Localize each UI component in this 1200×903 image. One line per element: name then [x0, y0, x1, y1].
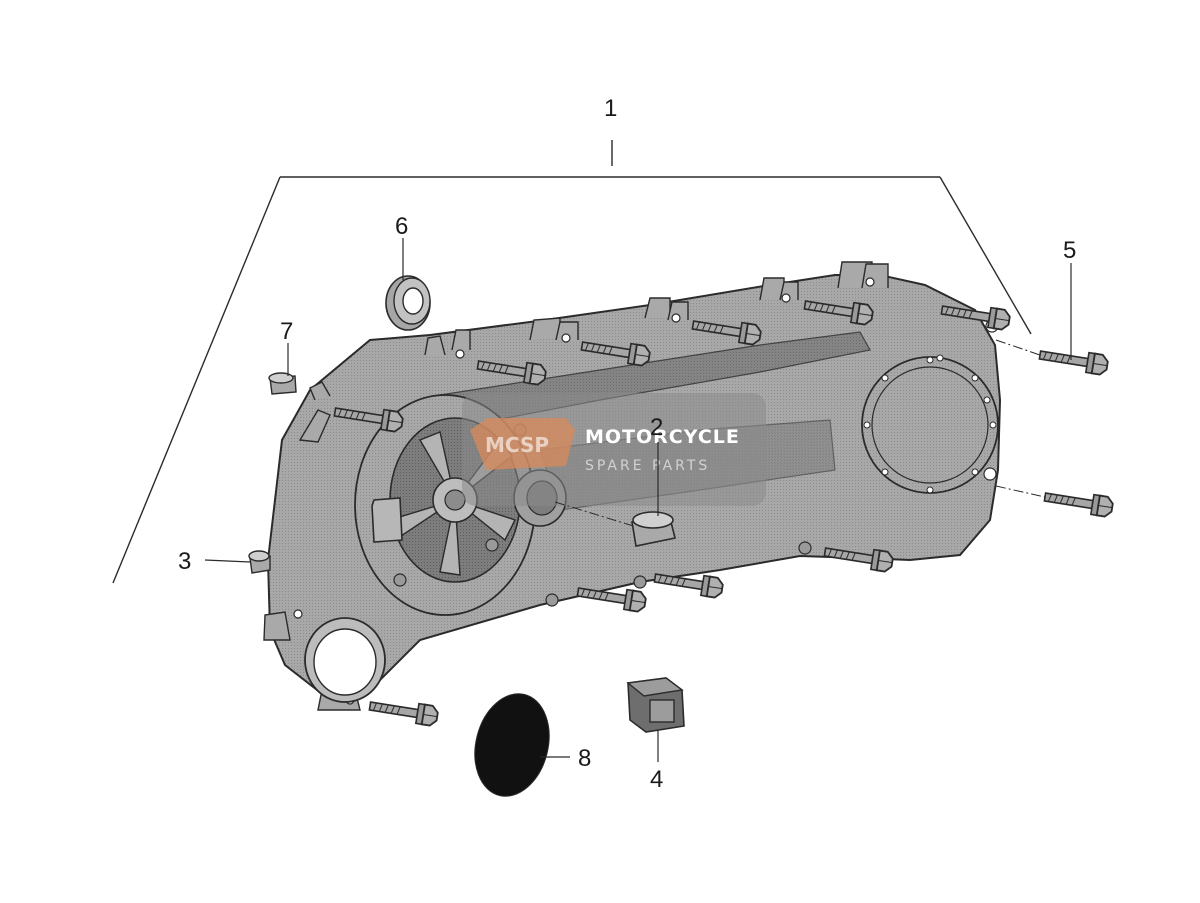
callout-leaders: [204, 238, 1072, 762]
callout-3: 3: [178, 548, 191, 575]
callout-6: 6: [395, 213, 408, 240]
small-bushing-part: [248, 550, 271, 574]
callout-5: 5: [1063, 237, 1076, 264]
callout-1: 1: [604, 95, 617, 122]
plug-cap-part: [474, 693, 550, 797]
callout-numbers: 1 2 3 4 5 6 7 8: [178, 95, 1076, 793]
watermark-logo-icon: MCSP: [470, 418, 575, 470]
callout-2: 2: [650, 414, 663, 441]
rubber-mount-part: [626, 677, 685, 733]
svg-text:MCSP: MCSP: [485, 433, 549, 457]
bolt: [367, 695, 440, 728]
watermark: MCSP MOTORCYCLE SPARE PARTS: [462, 393, 766, 506]
callout-4: 4: [650, 766, 663, 793]
oil-seal-part: [385, 275, 431, 331]
watermark-title: MOTORCYCLE: [585, 426, 740, 448]
bolt: [1042, 486, 1115, 519]
bushing-part: [631, 511, 676, 547]
bolt: [1037, 344, 1110, 377]
assembly-bracket: [112, 140, 1032, 584]
watermark-subtitle: SPARE PARTS: [585, 458, 710, 474]
callout-8: 8: [578, 745, 591, 772]
callout-7: 7: [280, 318, 293, 345]
dowel-part: [268, 372, 297, 395]
leader-lines: [554, 339, 1046, 529]
